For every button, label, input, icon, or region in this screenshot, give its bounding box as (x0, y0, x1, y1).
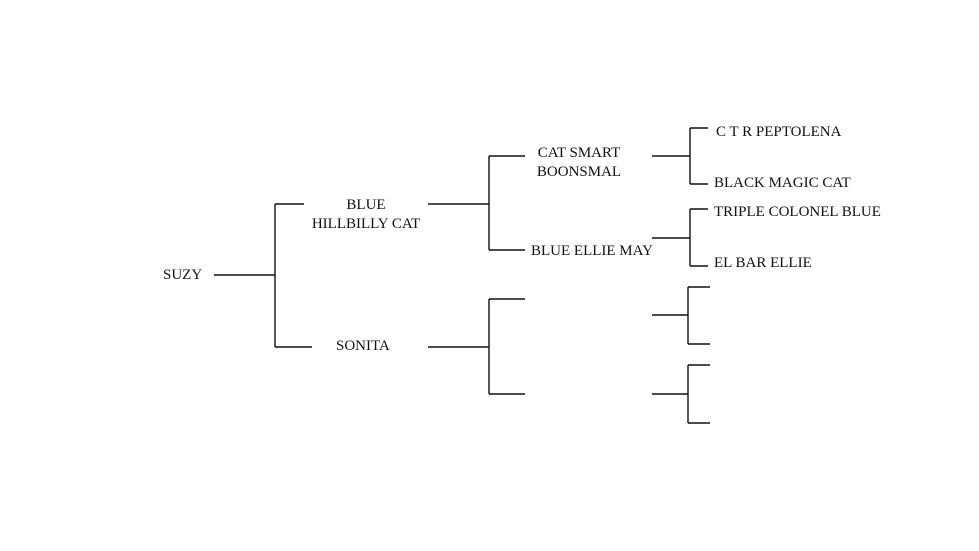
sire-dam-name: BLUE ELLIE MAY (531, 243, 653, 259)
sire-name: BLUE HILLBILLY CAT (311, 197, 421, 232)
subject-name: SUZY (163, 267, 203, 283)
sire-sire-dam-name: BLACK MAGIC CAT (714, 175, 851, 191)
sire-sire-name: CAT SMART BOONSMAL (536, 145, 622, 180)
sire-dam-sire-name: TRIPLE COLONEL BLUE (714, 204, 881, 220)
dam-name: SONITA (336, 338, 390, 354)
sire-dam-dam-name: EL BAR ELLIE (714, 255, 812, 271)
sire-sire-sire-name: C T R PEPTOLENA (716, 124, 842, 140)
